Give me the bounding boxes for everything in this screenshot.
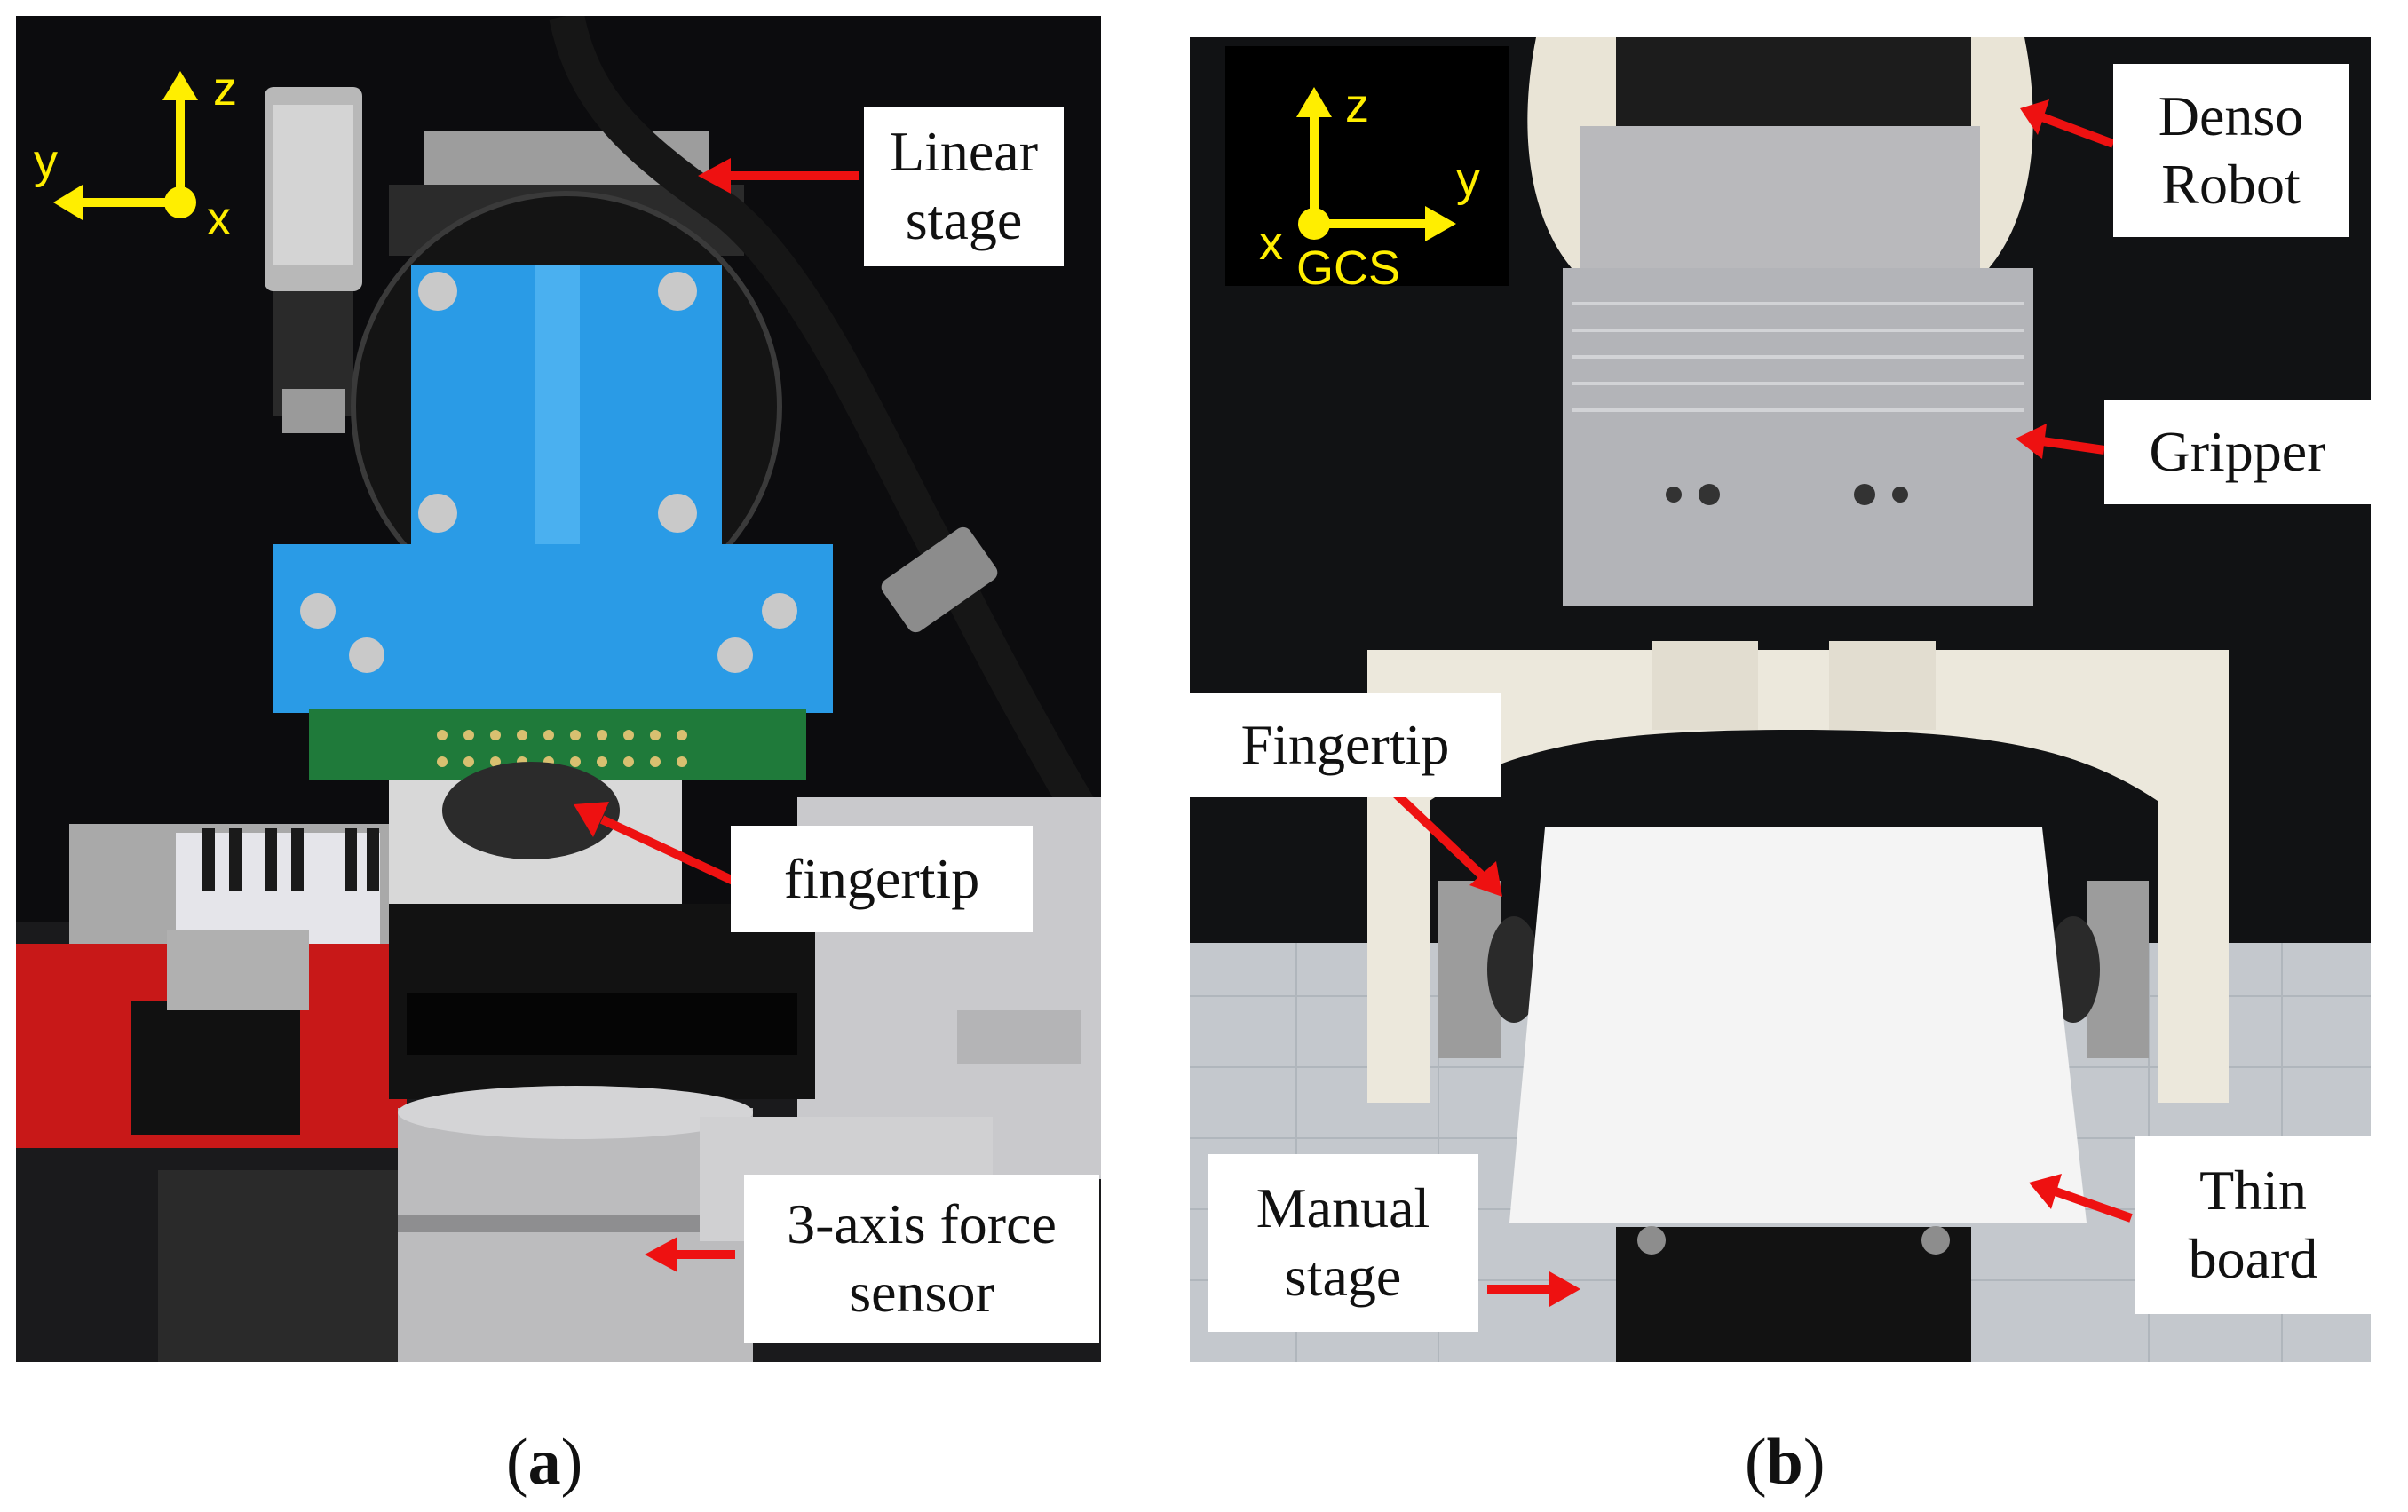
axis-label-x-b: x — [1259, 217, 1283, 270]
callout-fingertip-a: fingertip — [731, 826, 1033, 932]
axis-label-y-a: y — [34, 135, 58, 188]
caption-b: (b) — [1745, 1425, 1825, 1500]
axis-label-x-a: x — [207, 192, 231, 245]
caption-a: (a) — [506, 1425, 582, 1500]
callout-thin-board: Thin board — [2135, 1136, 2371, 1314]
callout-arrows-b — [1390, 99, 2133, 1307]
frame-label-gcs: GCS — [1296, 241, 1400, 295]
photo-panel-b: z y x GCS Denso Robot Gripper Fingertip … — [1190, 37, 2371, 1362]
callout-manual-stage: Manual stage — [1208, 1154, 1478, 1332]
callout-gripper: Gripper — [2104, 400, 2371, 504]
callout-fingertip-b: Fingertip — [1190, 693, 1501, 797]
photo-panel-a: z y x Linear stage fingertip 3-axis forc… — [16, 16, 1101, 1362]
callout-arrows-a — [574, 158, 859, 1272]
caption-b-letter: b — [1766, 1426, 1803, 1499]
callout-force-sensor: 3-axis force sensor — [744, 1175, 1099, 1343]
axis-label-y-b: y — [1456, 153, 1480, 206]
caption-a-open: ( — [506, 1426, 528, 1499]
caption-a-close: ) — [560, 1426, 583, 1499]
axis-label-z-a: z — [213, 62, 237, 115]
caption-b-open: ( — [1745, 1426, 1767, 1499]
caption-b-close: ) — [1802, 1426, 1826, 1499]
caption-a-letter: a — [527, 1426, 561, 1499]
axis-label-z-b: z — [1345, 79, 1369, 132]
callout-linear-stage: Linear stage — [864, 107, 1064, 266]
axis-triad-a: z y x — [34, 62, 237, 245]
callout-denso-robot: Denso Robot — [2113, 64, 2349, 237]
axis-triad-b: z y x GCS — [1259, 79, 1480, 295]
